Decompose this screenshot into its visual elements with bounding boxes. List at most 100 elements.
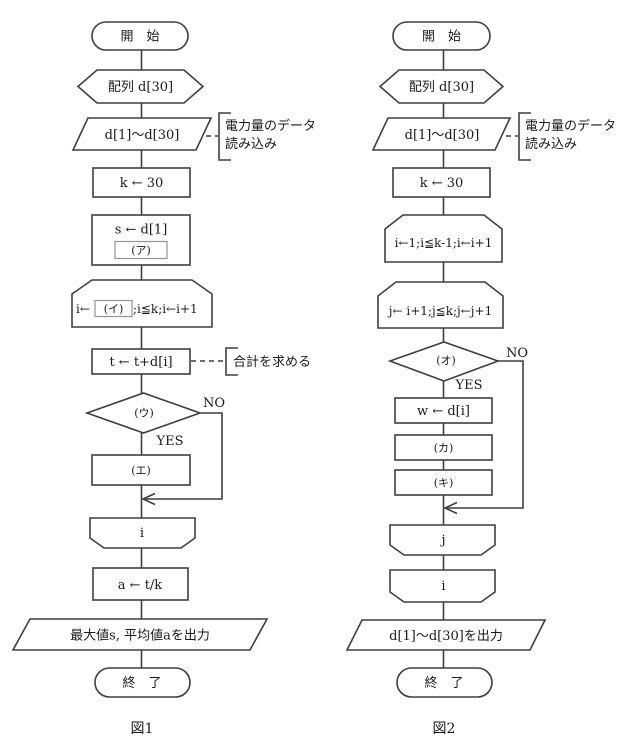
fig1-node-start: 開 始 [91, 21, 189, 51]
fig2-node-blank-g: (キ) [394, 469, 493, 496]
preparation-shape [76, 69, 205, 104]
answer-blank-box [114, 240, 168, 260]
fig1-node-average: a ← t/k [92, 567, 189, 601]
loop-end-shape [389, 524, 496, 556]
no-branch-line [446, 360, 524, 509]
fig2-node-init-k: k ← 30 [392, 167, 491, 198]
node-label: (ウ) [134, 407, 154, 420]
fig1-node-end: 終 了 [94, 667, 191, 698]
answer-blank-label: (カ) [434, 442, 454, 455]
process-shape [91, 348, 191, 375]
io-shape [71, 117, 213, 151]
fig2-node-loop-j-end: j [389, 524, 496, 556]
yes-label: YES [156, 434, 184, 449]
answer-blank-label: (ア) [131, 244, 151, 257]
terminal-shape [91, 21, 189, 51]
decision-shape [387, 341, 501, 382]
process-shape [394, 469, 493, 496]
fig1-node-input: d[1]～d[30] [71, 117, 213, 151]
fig1-connectors [140, 50, 223, 668]
process-shape [92, 567, 189, 601]
fig2-node-start: 開 始 [392, 21, 491, 51]
process-shape [394, 434, 493, 461]
node-label: i [441, 579, 445, 594]
node-label: i←1;i≦k-1;i←i+1 [395, 236, 493, 250]
annotation-text: 合計を求める [233, 354, 311, 370]
loop-start-shape [377, 281, 504, 329]
fig2-node-loop-i-end: i [389, 569, 496, 603]
no-branch-line [144, 412, 223, 500]
fig2-caption: 図2 [433, 721, 456, 737]
no-label: NO [506, 346, 528, 361]
process-shape [394, 397, 493, 424]
answer-blank-box [94, 299, 133, 318]
node-label: k ← 30 [420, 176, 464, 191]
fig1-caption: 図1 [131, 721, 154, 737]
fig1-node-prepare: 配列 d[30] [76, 69, 205, 104]
fig2-connectors [442, 50, 524, 668]
fig2-flowchart: 開 始 配列 d[30] d[1]～d[30] 電力量のデータ 読み込み k ←… [345, 21, 616, 737]
fig2-node-end: 終 了 [396, 667, 493, 698]
annotation-bracket [518, 112, 531, 161]
fig2-node-decision: (オ) NO YES [387, 341, 528, 393]
fig2-input-annotation: 電力量のデータ 読み込み [506, 112, 616, 161]
annotation-text: 読み込み [525, 136, 577, 152]
process-shape [91, 454, 191, 486]
process-shape [92, 167, 191, 198]
fig1-node-init-s: s ← d[1] (ア) [91, 214, 191, 266]
fig1-node-loop-end: i [89, 517, 196, 549]
io-shape [11, 618, 269, 651]
node-label: d[1]～d[30] [105, 128, 180, 143]
node-label: j← i+1;j≦k;j←j+1 [387, 304, 492, 318]
decision-shape [84, 392, 203, 434]
node-label: 配列 d[30] [409, 80, 474, 95]
answer-blank-label: (イ) [104, 303, 124, 316]
terminal-shape [396, 667, 493, 698]
no-label: NO [203, 396, 225, 411]
io-shape [345, 619, 547, 651]
answer-blank-label: (エ) [131, 464, 151, 477]
node-label: d[1]～d[30]を出力 [389, 629, 503, 644]
fig1-node-decision: (ウ) NO YES [84, 392, 225, 449]
fig1-input-annotation: 電力量のデータ 読み込み [206, 112, 316, 161]
node-label: 配列 d[30] [108, 80, 173, 95]
fig2-node-input: d[1]～d[30] [371, 117, 512, 151]
node-label: s ← d[1] [115, 223, 168, 238]
node-label: 終 了 [424, 675, 463, 691]
io-shape [371, 117, 512, 151]
node-label: (オ) [436, 354, 456, 367]
process-shape [392, 167, 491, 198]
loop-end-shape [89, 517, 196, 549]
node-label: j [439, 533, 445, 548]
fig1-sum-annotation: 合計を求める [191, 347, 311, 376]
node-label: 開 始 [120, 30, 159, 45]
fig1-flowchart: 開 始 配列 d[30] d[1]～d[30] 電力量のデータ 読み込み k ←… [11, 21, 316, 737]
fig2-node-prepare: 配列 d[30] [378, 69, 505, 104]
loop-end-shape [389, 569, 496, 603]
annotation-text: 読み込み [225, 136, 277, 152]
fig2-node-assign-w: w ← d[i] [394, 397, 493, 424]
fig1-node-sum: t ← t+d[i] [91, 348, 191, 375]
loop-prefix: i← [76, 302, 90, 316]
node-label: 最大値s, 平均値aを出力 [70, 628, 210, 644]
terminal-shape [392, 21, 491, 51]
fig2-node-blank-f: (カ) [394, 434, 493, 461]
fig2-node-loop-i-start: i←1;i≦k-1;i←i+1 [384, 214, 503, 263]
fig2-node-loop-j-start: j← i+1;j≦k;j←j+1 [377, 281, 504, 329]
fig2-node-output: d[1]～d[30]を出力 [345, 619, 547, 651]
loop-start-shape [384, 214, 503, 263]
terminal-shape [94, 667, 191, 698]
fig1-node-init-k: k ← 30 [92, 167, 191, 198]
annotation-text: 電力量のデータ [225, 118, 316, 134]
node-label: 終 了 [122, 675, 161, 691]
answer-blank-label: (キ) [434, 477, 454, 490]
annotation-bracket [225, 347, 238, 376]
fig1-node-output: 最大値s, 平均値aを出力 [11, 618, 269, 651]
preparation-shape [378, 69, 505, 104]
node-label: w ← d[i] [417, 404, 470, 419]
fig1-node-loop-start: i← (イ) ;i≦k;i←i+1 [71, 279, 213, 328]
node-label: a ← t/k [118, 578, 163, 593]
node-label: 開 始 [422, 30, 461, 45]
